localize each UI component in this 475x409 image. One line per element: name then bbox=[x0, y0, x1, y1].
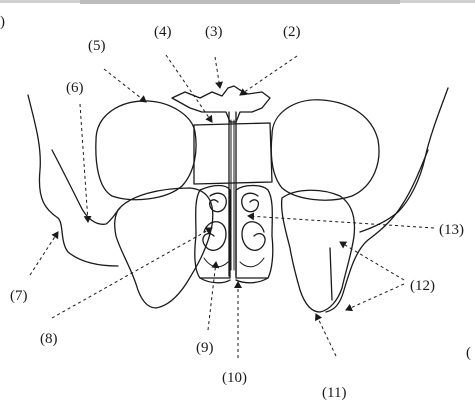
leader-7 bbox=[30, 232, 58, 275]
nasal-floor bbox=[200, 278, 268, 283]
septum-inner bbox=[231, 120, 234, 270]
leader-6 bbox=[80, 104, 88, 222]
maxillary-sinus-left bbox=[115, 188, 213, 308]
ethmoid-block bbox=[194, 123, 272, 184]
label-2: (2) bbox=[283, 24, 301, 40]
zygomatic-left bbox=[52, 150, 120, 224]
label-3: (3) bbox=[205, 24, 223, 40]
label-10: (10) bbox=[222, 370, 247, 386]
label-11: (11) bbox=[322, 385, 346, 401]
label-4: (4) bbox=[154, 24, 172, 40]
skull-outline-right bbox=[360, 88, 448, 232]
meatus-line-right bbox=[240, 258, 264, 267]
leader-3 bbox=[215, 57, 220, 88]
orbit-right bbox=[271, 100, 379, 200]
orbit-left bbox=[96, 101, 196, 200]
leader-8 bbox=[52, 228, 212, 318]
edge-mark-top-left: ) bbox=[0, 14, 5, 30]
leader-9 bbox=[208, 262, 216, 330]
label-5: (5) bbox=[88, 38, 106, 54]
leader-5 bbox=[104, 69, 146, 102]
leader-11 bbox=[316, 314, 336, 356]
label-12: (12) bbox=[410, 278, 435, 294]
label-9: (9) bbox=[196, 340, 214, 356]
leader-lines bbox=[30, 55, 434, 358]
inferior-turbinate-right bbox=[242, 222, 265, 251]
leader-2 bbox=[240, 56, 297, 95]
label-13: (13) bbox=[439, 222, 464, 238]
label-8: (8) bbox=[40, 331, 58, 347]
label-6: (6) bbox=[66, 80, 84, 96]
middle-turbinate-right bbox=[242, 193, 259, 212]
lateral-wall-right bbox=[330, 248, 332, 300]
leader-13 bbox=[248, 216, 434, 228]
edge-mark-right: ( bbox=[466, 345, 471, 361]
skull-outline-left bbox=[28, 95, 118, 266]
label-7: (7) bbox=[10, 288, 28, 304]
leader-12b bbox=[346, 284, 404, 310]
top-crop-band bbox=[0, 0, 475, 4]
